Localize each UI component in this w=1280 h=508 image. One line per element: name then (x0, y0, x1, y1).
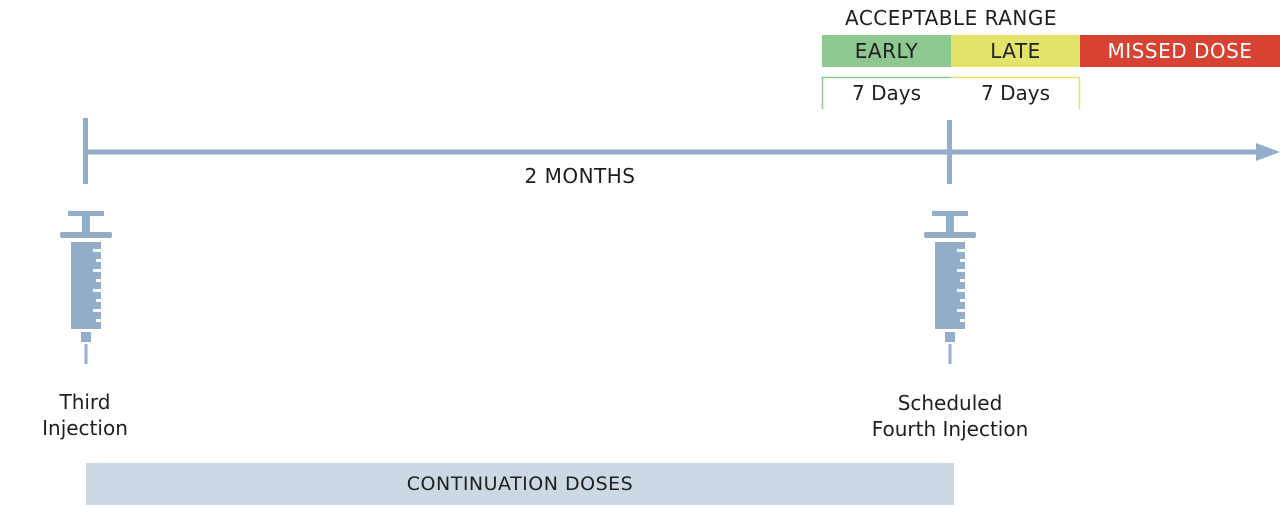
interval-label: 2 MONTHS (524, 164, 636, 188)
third-injection-label-line1: Third (59, 390, 111, 414)
late-band: LATE (951, 35, 1080, 67)
syringe-icon (60, 211, 112, 364)
fourth-injection-tick (947, 120, 952, 184)
early-days-bracket (821, 76, 951, 109)
third-injection-tick (83, 118, 88, 184)
arrow-head-icon (1256, 143, 1280, 161)
late-days-bracket (951, 76, 1081, 109)
third-injection-label-line2: Injection (42, 416, 128, 440)
third-injection-label: Third Injection (20, 389, 150, 441)
timeline-arrow (86, 143, 1280, 161)
early-band: EARLY (822, 35, 951, 67)
fourth-injection-label: Scheduled Fourth Injection (850, 390, 1050, 442)
fourth-injection-label-line1: Scheduled (897, 391, 1003, 415)
late-days-label: 7 Days (981, 81, 1050, 105)
fourth-injection-label-line2: Fourth Injection (871, 417, 1029, 441)
early-days-label: 7 Days (852, 81, 921, 105)
missed-dose-band: MISSED DOSE (1080, 35, 1280, 67)
acceptable-range-title: ACCEPTABLE RANGE (844, 6, 1058, 30)
syringe-icon (924, 211, 976, 364)
continuation-doses-bar: CONTINUATION DOSES (86, 463, 954, 505)
